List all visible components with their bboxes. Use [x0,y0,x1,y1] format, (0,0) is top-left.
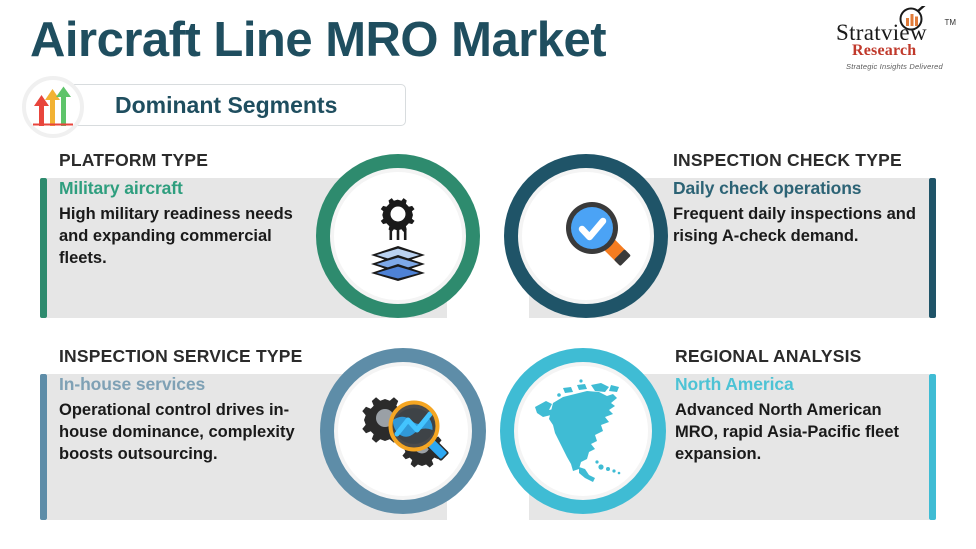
stratview-research-logo: Stratview TM Research Strategic Insights… [824,6,964,72]
page-title: Aircraft Line MRO Market [30,13,607,67]
card-subtitle: Military aircraft [59,178,183,198]
magnifier-check-icon [566,202,631,266]
gear-over-layers-icon [371,198,425,281]
north-america-map-icon [535,379,621,482]
logo-brand-secondary: Research [852,42,917,59]
badge-box: Dominant Segments [64,84,406,126]
card-inspection-service-type: INSPECTION SERVICE TYPE In-house service… [0,346,488,542]
header: Aircraft Line MRO Market Dominant Segmen… [0,0,976,150]
card-kicker: INSPECTION CHECK TYPE [673,150,902,170]
card-description: Frequent daily inspections and rising A-… [673,205,916,245]
badge-icon-circle [22,76,84,138]
card-icon-inner [330,168,466,304]
card-icon-circle [500,348,666,514]
ascending-bar-arrows-icon [33,86,73,126]
card-accent-bar [929,178,936,318]
badge-label: Dominant Segments [115,91,338,118]
card-icon-circle [316,154,480,318]
card-inspection-check-type: INSPECTION CHECK TYPE Daily check operat… [488,150,976,340]
logo-brand-primary: Stratview [836,20,927,45]
card-subtitle: North America [675,374,794,394]
card-accent-bar [40,374,47,520]
card-icon-circle [320,348,486,514]
gears-magnifier-analytics-icon [362,397,449,468]
card-icon-circle [504,154,668,318]
card-subtitle: Daily check operations [673,178,862,198]
card-accent-bar [929,374,936,520]
card-regional-analysis: REGIONAL ANALYSIS North America Advanced… [488,346,976,542]
card-description: Advanced North American MRO, rapid Asia-… [675,401,900,463]
card-description: Operational control drives in-house domi… [59,401,295,463]
card-icon-inner [518,168,654,304]
card-icon-inner [334,362,472,500]
logo-trademark: TM [944,18,956,27]
card-kicker: INSPECTION SERVICE TYPE [59,346,303,366]
card-kicker: REGIONAL ANALYSIS [675,346,862,366]
card-kicker: PLATFORM TYPE [59,150,209,170]
card-platform-type: PLATFORM TYPE Military aircraft High mil… [0,150,488,340]
card-icon-inner [514,362,652,500]
logo-tagline: Strategic Insights Delivered [846,62,943,71]
card-subtitle: In-house services [59,374,206,394]
card-accent-bar [40,178,47,318]
magnifier-bar-chart-icon [899,6,926,31]
card-description: High military readiness needs and expand… [59,205,293,267]
